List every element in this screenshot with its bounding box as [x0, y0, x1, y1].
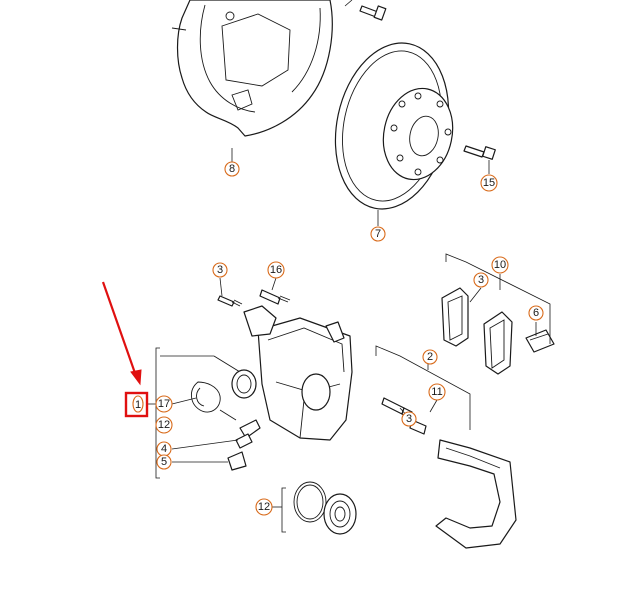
- callout-label: 17: [158, 398, 170, 410]
- callout-label: 12: [258, 501, 270, 513]
- brake-pad-inner: [441, 287, 469, 347]
- callout-11: 11: [428, 383, 446, 401]
- red-arrow-icon: [101, 281, 142, 386]
- callout-label: 3: [478, 274, 484, 286]
- callout-label: 10: [494, 259, 506, 271]
- caliper-piston-seal: [231, 369, 257, 399]
- callout-4: 4: [156, 441, 172, 457]
- callout-label: 12: [158, 419, 170, 431]
- callout-label: 6: [533, 307, 539, 319]
- callout-7: 7: [370, 226, 386, 242]
- brake-pad-outer: [483, 311, 513, 375]
- callout-label: 11: [431, 386, 442, 398]
- callout-1-highlight[interactable]: 1: [124, 391, 149, 418]
- disc-screw: [463, 145, 496, 160]
- callout-12-bottom: 12: [255, 498, 273, 516]
- callout-label: 15: [483, 177, 495, 189]
- bleed-valve-cap: [227, 451, 247, 471]
- callout-label: 5: [161, 456, 167, 468]
- caliper-bolt: [217, 295, 243, 307]
- callout-3-bolt: 3: [212, 262, 228, 278]
- callout-5: 5: [156, 454, 172, 470]
- callout-17: 17: [155, 395, 173, 413]
- callout-16: 16: [267, 261, 285, 279]
- callout-label: 16: [270, 264, 282, 276]
- callout-label: 3: [406, 413, 412, 425]
- callout-label: 8: [229, 163, 235, 175]
- brake-disc: [334, 42, 454, 210]
- caliper-carrier: [435, 439, 517, 549]
- callout-2: 2: [422, 349, 438, 365]
- callout-3-pin: 3: [401, 411, 417, 427]
- callout-6: 6: [528, 305, 544, 321]
- callout-label: 7: [375, 228, 381, 240]
- piston-seal-ring: [293, 481, 327, 523]
- callout-12-left: 12: [155, 416, 173, 434]
- callout-label: 2: [427, 351, 433, 363]
- carrier-bolt: [259, 289, 291, 305]
- callout-8: 8: [224, 161, 240, 177]
- caliper-housing: [243, 305, 353, 441]
- callout-3-pads: 3: [473, 272, 489, 288]
- bleed-valve: [235, 419, 261, 449]
- dust-boot: [323, 493, 357, 535]
- pad-clip: [525, 329, 555, 353]
- callout-label: 1: [135, 399, 141, 411]
- callout-15: 15: [480, 174, 498, 192]
- backing-plate-bolt: [344, 0, 387, 21]
- callout-10: 10: [491, 256, 509, 274]
- brake-backing-plate: [171, 0, 333, 137]
- callout-label: 3: [217, 264, 223, 276]
- callout-label: 4: [161, 443, 167, 455]
